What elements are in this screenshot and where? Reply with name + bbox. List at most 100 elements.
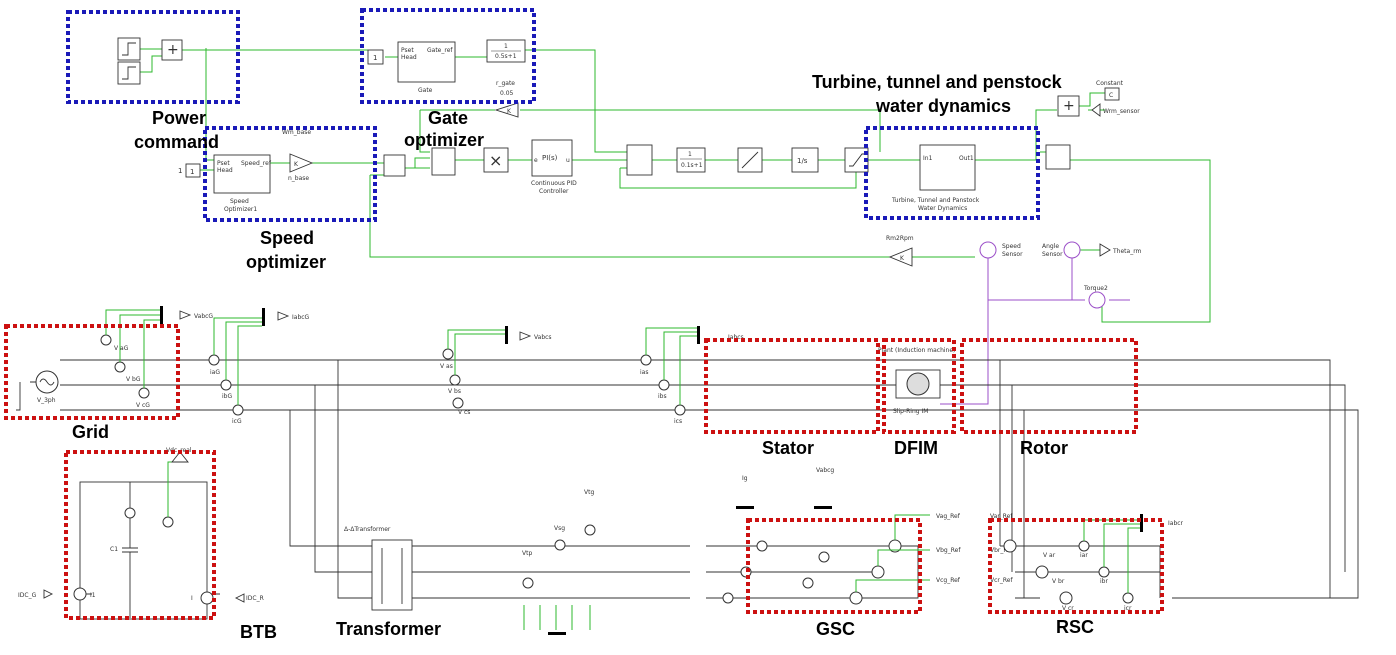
icg-meter[interactable] [232, 404, 244, 416]
speed-sensor[interactable] [979, 241, 997, 259]
svg-text:+: + [167, 42, 179, 58]
sum-block-2[interactable] [383, 154, 406, 177]
rsc-box [988, 518, 1164, 614]
iag-meter[interactable] [208, 354, 220, 366]
ibs-meter[interactable] [658, 379, 670, 391]
vtp-label: Vtp [522, 550, 532, 557]
xfmr-label: Δ-ΔTransformer [344, 526, 391, 533]
var-ref-tag: Var_Ref [990, 513, 1013, 520]
vbg-meter[interactable] [114, 361, 126, 373]
vcg-meter[interactable] [138, 387, 150, 399]
speed-sensor-label2: Sensor [1002, 251, 1023, 258]
vas-meter[interactable] [442, 348, 454, 360]
pset-one-label: 1 [178, 167, 182, 175]
speed-optimizer-group: 1 1 Pset Head Speed_ref Speed Optimizer1… [178, 126, 377, 222]
machine-name-label: Slip-Ring IM [893, 408, 928, 415]
vbr-ref-tag: Vbr_Ref [990, 547, 1014, 554]
tf-block-2[interactable] [676, 147, 706, 173]
sum-block-5[interactable] [1057, 95, 1080, 117]
pid-controller-block[interactable] [531, 139, 573, 177]
theta-tag: Theta_rm [1112, 248, 1142, 255]
current-source-i1[interactable] [73, 587, 87, 601]
constant-block[interactable] [1104, 87, 1120, 101]
pset-constant[interactable] [185, 163, 201, 178]
idc-r-tag: IDC_R [246, 595, 264, 602]
var-label: V ar [1043, 552, 1056, 559]
label-power: Power [152, 108, 206, 128]
label-stator: Stator [762, 438, 814, 458]
head-constant-value: 1 [373, 54, 377, 62]
vabcs-tag: Vabcs [534, 334, 552, 341]
gate-ref-port: Gate_ref [427, 47, 453, 54]
label-turbine-1: Turbine, tunnel and penstock [812, 72, 1063, 92]
transformer-block[interactable] [371, 539, 413, 611]
tf2-den: 0.1s+1 [681, 162, 703, 169]
pid-u-port: u [566, 157, 570, 164]
gate-optimizer-block[interactable] [397, 41, 456, 83]
power-wires [16, 359, 1359, 620]
grid-box [4, 324, 180, 420]
label-command: command [134, 132, 219, 152]
vcs-meter[interactable] [452, 397, 464, 409]
label-gate: Gate [428, 108, 468, 128]
angle-sensor[interactable] [1063, 241, 1081, 259]
idc-g-tag: IDC_G [18, 592, 37, 599]
vsg-label: Vsg [554, 525, 565, 532]
dfim-box [882, 338, 956, 434]
rm2rpm-name: Rm2Rpm [886, 235, 914, 242]
turbine-block[interactable] [919, 144, 976, 191]
dc-voltage-meter[interactable] [162, 516, 174, 528]
iag-label: iaG [210, 369, 220, 376]
torque-sensor[interactable] [1088, 291, 1106, 309]
turbine-name1: Turbine, Tunnel and Panstock [891, 197, 980, 204]
ics-meter[interactable] [674, 404, 686, 416]
product-block[interactable] [483, 147, 509, 173]
sum-block[interactable] [161, 39, 183, 61]
r-gate-name: r_gate [496, 80, 515, 87]
speed-head-port: Head [217, 167, 233, 174]
pset-constant-value: 1 [190, 168, 194, 176]
sum-block-3[interactable] [431, 147, 456, 176]
iabcr-tag: Iabcr [1168, 520, 1184, 527]
icr-label: icr [1124, 605, 1132, 612]
ibs-label: ibs [658, 393, 667, 400]
vcg-label: V cG [136, 402, 150, 409]
stator-meters: V as V bs V cs Vabcs ias ibs ics Iabcs [440, 326, 744, 425]
rm2rpm-gain[interactable] [888, 247, 913, 267]
current-source-ir[interactable] [200, 591, 214, 605]
vbr-label: V br [1052, 578, 1065, 585]
i1-label: I1 [90, 592, 96, 599]
pid-chain: × PI(s) e u Continuous PID Controller 1 … [383, 139, 869, 195]
vbs-meter[interactable] [449, 374, 461, 386]
vbg-label: V bG [126, 376, 141, 383]
gate-optimizer-box [360, 8, 536, 104]
machine-top-label: Plant (Induction machine) [878, 347, 955, 354]
gsc-group: Vsg Vtp Vtg Ig Vabcg Vag_Ref Vbg_Ref Vcg… [522, 467, 961, 635]
product-block-2[interactable] [1045, 144, 1071, 170]
pid-name2: Controller [539, 188, 569, 195]
head-constant[interactable] [367, 49, 384, 65]
step-source-1[interactable] [117, 37, 141, 61]
vag-meter[interactable] [100, 334, 112, 346]
integrator-block[interactable] [791, 147, 819, 173]
n-base-name: n_base [288, 175, 309, 182]
sum-block-4[interactable] [626, 144, 653, 176]
r-gate-gain[interactable] [494, 102, 519, 118]
label-btb: BTB [240, 622, 277, 642]
svg-text:×: × [489, 151, 502, 170]
n-base-gain[interactable] [289, 153, 314, 173]
speed-optimizer-block[interactable] [213, 154, 271, 194]
label-transformer: Transformer [336, 619, 441, 639]
turbine-out-port: Out1 [959, 155, 974, 162]
gate-pset-port: Pset [401, 47, 414, 54]
angle-sensor-label1: Angle [1042, 243, 1059, 250]
ibg-meter[interactable] [220, 379, 232, 391]
label-optimizer-speed: optimizer [246, 252, 326, 272]
step-source-2[interactable] [117, 61, 141, 85]
vcs-label: V cs [458, 409, 470, 416]
ias-meter[interactable] [640, 354, 652, 366]
pid-e-port: e [534, 157, 538, 164]
c1-label: C1 [110, 546, 118, 553]
dc-current-meter[interactable] [124, 507, 136, 519]
